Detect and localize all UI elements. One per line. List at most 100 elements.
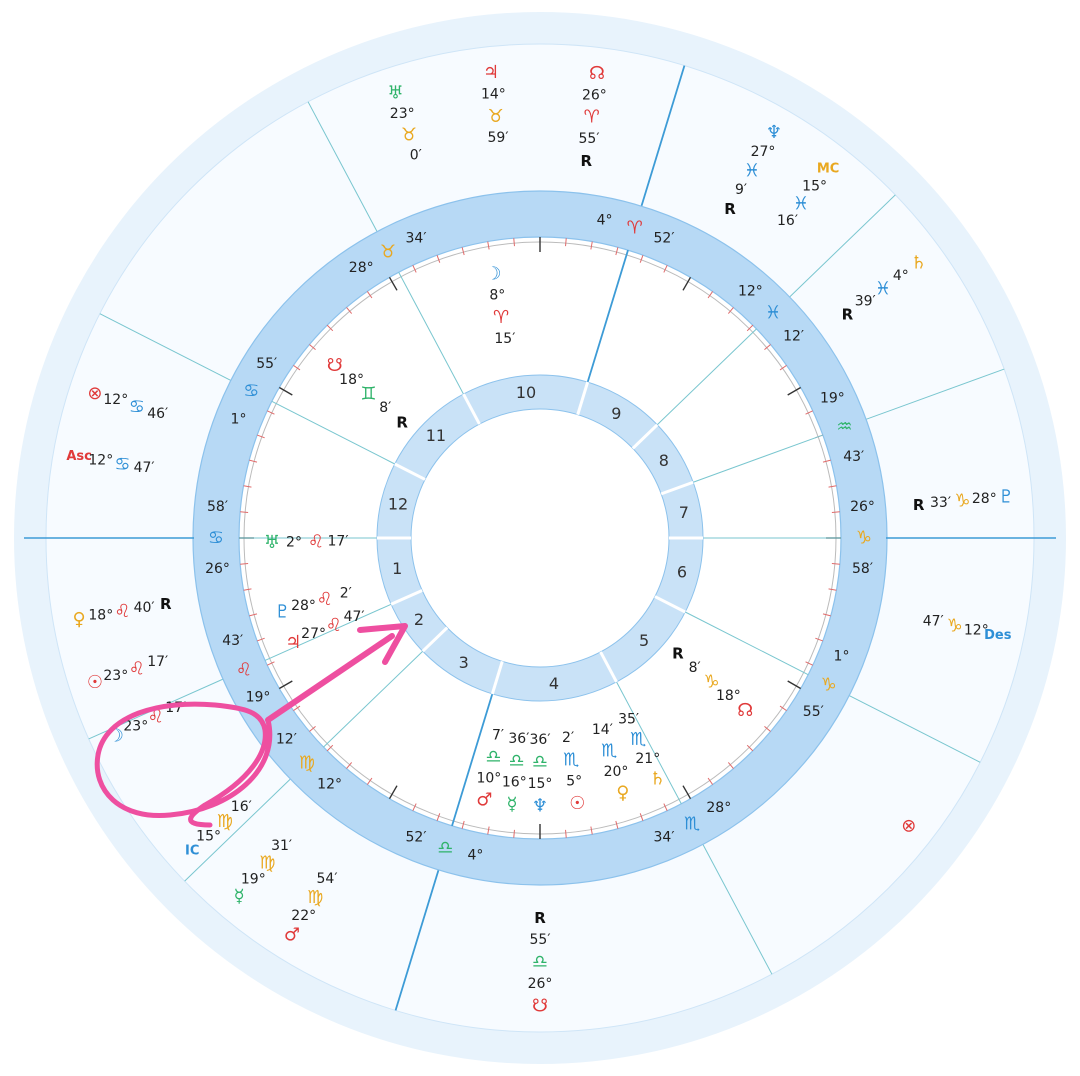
house-number-4: 4	[549, 674, 559, 693]
neptune-outer-sign: ♓	[744, 160, 760, 181]
moon-inner-degree: 8°	[489, 288, 505, 304]
degree-tick	[240, 511, 249, 513]
cusp-c-1-cap-sign: ♑	[821, 675, 837, 696]
wheel-background	[14, 12, 1066, 1064]
south-node-outer-minute: 55′	[530, 932, 551, 948]
degree-tick	[309, 725, 316, 732]
degree-tick	[639, 813, 644, 822]
des-outer-glyph: Des	[984, 628, 1012, 643]
south-node-inner-sign: ♊	[360, 384, 376, 405]
house-number-12: 12	[388, 494, 408, 513]
degree-tick	[346, 762, 353, 769]
north-node-inner-glyph: ☊	[737, 700, 753, 721]
fortune-outer-minute: 46′	[147, 406, 168, 422]
south-node-outer-glyph: ☋	[532, 996, 548, 1017]
cusp-ic-bottom-sign: ♎	[437, 837, 453, 858]
pluto-inner-degree: 28°	[291, 598, 316, 614]
annotation-arrow-head	[357, 623, 408, 665]
saturn-inner-sign: ♏	[630, 729, 646, 750]
house-divider	[390, 589, 423, 606]
cusp-c-19-aqu-degree: 19°	[820, 391, 845, 407]
degree-tick	[326, 324, 334, 332]
degree-tick	[256, 637, 265, 642]
cusp-c-28-tau-minute: 34′	[406, 231, 427, 247]
inner-cusp-line	[692, 434, 824, 483]
annotation-circle	[94, 701, 273, 828]
cusp-c-19-aqu-sign: ♒	[836, 417, 852, 438]
degree-tick	[805, 661, 814, 666]
degree-tick	[513, 238, 515, 247]
degree-tick	[293, 364, 301, 371]
ic-outer-sign: ♍	[217, 811, 233, 832]
house-divider	[462, 393, 481, 425]
degree-tick	[746, 324, 754, 332]
neptune-inner-glyph: ♆	[532, 796, 548, 817]
south-node-inner-retrograde: R	[396, 413, 408, 431]
uranus-outer-glyph: ♅	[387, 82, 403, 103]
inner-cusp-line	[271, 400, 395, 465]
inner-cusp-line	[616, 681, 682, 805]
degree-tick	[615, 820, 619, 829]
degree-tick	[326, 744, 334, 752]
degree-tick	[278, 386, 293, 396]
fortune-outer-glyph: ⊗	[87, 383, 102, 404]
venus-outer-sign: ♌	[114, 601, 130, 622]
cusp-c-19-leo-minute: 43′	[222, 633, 243, 649]
sun-outer-glyph: ☉	[87, 672, 103, 693]
venus-outer-degree: 18°	[88, 607, 113, 623]
degree-tick	[366, 777, 373, 785]
degree-tick	[615, 247, 619, 256]
north-node-inner-sign: ♑	[704, 672, 720, 693]
degree-tick	[461, 820, 465, 829]
degree-tick	[513, 829, 515, 838]
pluto-outer-degree: 28°	[972, 491, 997, 507]
saturn-outer-sign: ♓	[875, 278, 891, 299]
uranus-inner-glyph: ♅	[264, 532, 280, 553]
degree-tick	[388, 276, 398, 291]
degree-tick	[682, 785, 692, 800]
moon-inner-minute: 15′	[494, 331, 515, 347]
house-number-dividers	[377, 381, 703, 695]
saturn-outer-retrograde: R	[842, 306, 854, 324]
degree-tick	[293, 705, 301, 712]
inner-cusp-line	[323, 650, 424, 748]
degree-tick	[805, 410, 814, 415]
uranus-outer-sign: ♉	[401, 124, 417, 145]
cusp-mc-top-minute: 52′	[654, 231, 675, 247]
cusp-c-19-aqu-minute: 43′	[843, 449, 864, 465]
house-number-6: 6	[677, 563, 687, 582]
neptune-inner-degree: 15°	[528, 776, 553, 792]
house-number-1: 1	[392, 559, 402, 578]
house-number-11: 11	[426, 426, 446, 445]
pluto-inner-sign: ♌	[317, 589, 333, 610]
degree-tick	[590, 241, 593, 250]
saturn-inner-minute: 35′	[618, 712, 639, 728]
venus-inner-sign: ♏	[601, 741, 617, 762]
outer-cusp-line	[848, 695, 981, 763]
cusp-ic-bottom-minute: 52′	[406, 829, 427, 845]
cusp-c-19-leo-sign: ♌	[236, 659, 252, 680]
mercury-outer-sign: ♍	[259, 852, 275, 873]
venus-inner-glyph: ♀	[616, 782, 629, 803]
jupiter-inner-glyph: ♃	[285, 632, 301, 653]
degree-tick	[815, 637, 824, 642]
north-node-outer-sign: ♈	[584, 107, 600, 128]
north-node-outer-retrograde: R	[581, 152, 593, 170]
degree-tick	[831, 511, 840, 513]
degree-tick	[240, 563, 249, 565]
cusp-c-12-vir-degree: 12°	[317, 776, 342, 792]
house-number-3: 3	[459, 653, 469, 672]
cusp-asc-left-minute: 58′	[207, 499, 228, 515]
degree-tick	[278, 680, 293, 690]
center-disc	[410, 408, 670, 668]
degree-tick	[266, 661, 275, 666]
venus-outer-glyph: ♀	[73, 609, 86, 630]
degree-tick	[243, 588, 252, 591]
house-divider	[394, 462, 426, 481]
zodiac-ring	[193, 191, 887, 885]
ic-outer-glyph: IC	[185, 844, 199, 859]
cusp-desc-right-degree: 26°	[850, 499, 875, 515]
degree-tick	[309, 344, 316, 351]
degree-tick	[727, 762, 734, 769]
